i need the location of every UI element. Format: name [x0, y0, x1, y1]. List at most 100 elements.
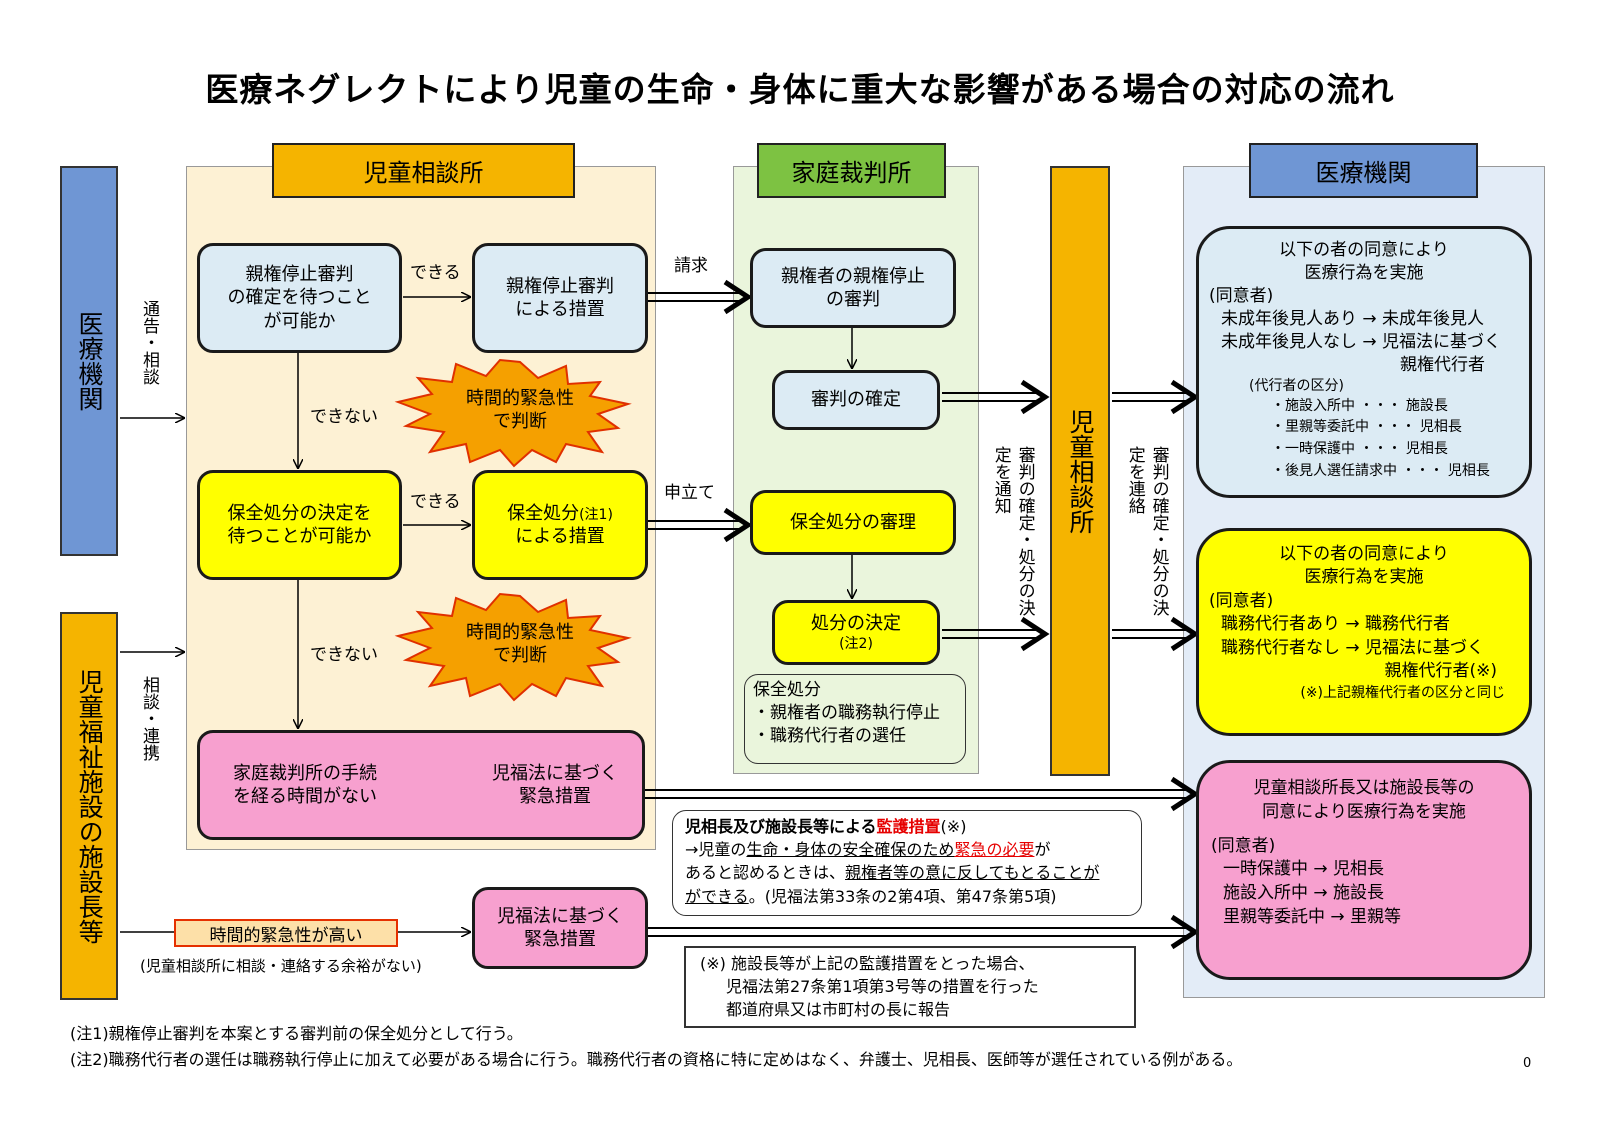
kango-line4: ができる。(児福法第33条の2第4項、第47条第5項): [685, 886, 1057, 906]
left-iryo-label: 医療機関: [75, 311, 104, 411]
box-a2: 保全処分(注1) による措置: [472, 470, 648, 580]
q2-line2: 待つことが可能か: [227, 526, 372, 547]
kinkyu-line2: 緊急措置: [524, 929, 596, 950]
k4-line1: 処分の決定: [811, 612, 901, 634]
dekiru-label-2: できる: [410, 492, 461, 512]
kango-line3: あると認めるときは、親権者等の意に反してもとることが: [685, 863, 1100, 883]
right1-item3: ・一時保護中 ・・・ 児相長: [1271, 440, 1448, 457]
burst-2: 時間的緊急性 で判断: [440, 614, 600, 674]
burst-1: 時間的緊急性 で判断: [440, 380, 600, 440]
urgent-note: (児童相談所に相談・連絡する余裕がない): [140, 957, 422, 975]
dekiru-label-1: できる: [410, 263, 461, 283]
q1-line1: 親権停止審判: [245, 263, 354, 285]
right2-l1: 職務代行者あり → 職務代行者: [1221, 614, 1451, 635]
header-katei: 家庭裁判所: [757, 143, 946, 198]
header-iryo: 医療機関: [1249, 143, 1478, 198]
right-box-1: 以下の者の同意により 医療行為を実施 (同意者) 未成年後見人あり → 未成年後…: [1196, 226, 1532, 498]
k1-line2: の審判: [826, 289, 880, 310]
kome-line3: 都道府県又は市町村の長に報告: [726, 1000, 951, 1020]
moushitate-label: 申立て: [664, 483, 715, 503]
right3-doisha: (同意者): [1211, 835, 1276, 856]
a1-line2: による措置: [515, 299, 605, 320]
pink-left-line1: 家庭裁判所の手続: [233, 762, 377, 784]
right3-item2: 施設入所中 → 施設長: [1223, 883, 1385, 904]
tsukoku-label: 通告・相談: [139, 300, 159, 385]
hozen-note-line1: 保全処分: [753, 680, 821, 700]
a2-line2: による措置: [515, 526, 605, 547]
right2-doisha: (同意者): [1209, 590, 1274, 611]
kome-line1: (※) 施設長等が上記の監護措置をとった場合、: [700, 954, 1035, 973]
kango-line1: 児相長及び施設長等による監護措置(※): [685, 817, 967, 836]
a2-line1: 保全処分(注1): [507, 502, 613, 524]
renraku-label: 審判の確定・処分の決定を連絡: [1124, 446, 1169, 616]
right3-item3: 里親等委託中 → 里親等: [1223, 906, 1402, 927]
right3-item1: 一時保護中 → 児相長: [1223, 859, 1385, 880]
right2-title2: 医療行為を実施: [1304, 567, 1424, 588]
k4-note: (注2): [839, 636, 873, 653]
kome-line2: 児福法第27条第1項第3号等の措置を行った: [726, 977, 1039, 997]
right1-item1: ・施設入所中 ・・・ 施設長: [1271, 397, 1448, 414]
footnote-2: (注2)職務代行者の選任は職務執行停止に加えて必要がある場合に行う。職務代行者の…: [70, 1050, 1243, 1069]
tsuchi-label: 審判の確定・処分の決定を通知: [990, 446, 1035, 616]
kango-line2: →児童の生命・身体の安全確保のため緊急の必要が: [685, 840, 1051, 860]
q1-line2: の確定を待つこと: [227, 287, 372, 309]
right3-title1: 児童相談所長又は施設長等の: [1253, 778, 1475, 798]
box-q1: 親権停止審判 の確定を待つこと が可能か: [197, 243, 402, 353]
burst-shape-2: [394, 592, 632, 702]
dekinai-label-1: できない: [310, 407, 378, 427]
box-k3: 保全処分の審理: [750, 490, 956, 555]
right1-kubun: (代行者の区分): [1249, 377, 1344, 394]
box-k1: 親権者の親権停止 の審判: [750, 248, 956, 328]
box-k2: 審判の確定: [772, 370, 940, 430]
kango-note: 児相長及び施設長等による監護措置(※) →児童の生命・身体の安全確保のため緊急の…: [672, 810, 1142, 916]
burst-1-line1: 時間的緊急性: [466, 387, 574, 409]
right1-title1: 以下の者の同意により: [1279, 240, 1449, 260]
right1-l2: 未成年後見人なし → 児福法に基づく: [1221, 331, 1502, 352]
box-q2: 保全処分の決定を 待つことが可能か: [197, 470, 402, 580]
page-title: 医療ネグレクトにより児童の生命・身体に重大な影響がある場合の対応の流れ: [205, 70, 1395, 109]
urgent-label: 時間的緊急性が高い: [174, 919, 398, 947]
right2-l3: 親権代行者(※): [1384, 661, 1497, 682]
dekinai-label-2: できない: [310, 645, 378, 665]
sodan-renkei-label: 相談・連携: [139, 676, 159, 761]
a1-line1: 親権停止審判: [506, 275, 614, 297]
right1-l1: 未成年後見人あり → 未成年後見人: [1221, 308, 1485, 329]
burst-2-line2: で判断: [493, 645, 547, 666]
box-kinkyu: 児福法に基づく 緊急措置: [472, 887, 648, 969]
center-jido-label: 児童相談所: [1066, 408, 1095, 534]
hozen-note-line3: ・職務代行者の選任: [753, 725, 906, 746]
seikyu-label: 請求: [674, 256, 708, 276]
right-box-3: 児童相談所長又は施設長等の 同意により医療行為を実施 (同意者) 一時保護中 →…: [1196, 760, 1532, 980]
center-jido-bar: 児童相談所: [1050, 166, 1110, 776]
right1-item4: ・後見人選任請求中 ・・・ 児相長: [1271, 462, 1490, 479]
k1-line1: 親権者の親権停止: [781, 265, 925, 287]
right-box-2: 以下の者の同意により 医療行為を実施 (同意者) 職務代行者あり → 職務代行者…: [1196, 528, 1532, 736]
box-a1: 親権停止審判 による措置: [472, 243, 648, 353]
pink-right-line1: 児福法に基づく: [492, 762, 618, 784]
right1-l3: 親権代行者: [1400, 354, 1485, 375]
right2-note: (※)上記親権代行者の区分と同じ: [1300, 684, 1505, 701]
right1-item2: ・里親等委託中 ・・・ 児相長: [1271, 419, 1462, 436]
hozen-note: 保全処分 ・親権者の職務執行停止 ・職務代行者の選任: [744, 674, 966, 764]
right3-title2: 同意により医療行為を実施: [1262, 801, 1466, 822]
pink-right-line2: 緊急措置: [519, 786, 591, 807]
page-number: 0: [1523, 1056, 1532, 1071]
left-iryo-bar: 医療機関: [60, 166, 118, 556]
hozen-note-line2: ・親権者の職務執行停止: [753, 702, 940, 723]
box-pink-left: 家庭裁判所の手続 を経る時間がない 児福法に基づく 緊急措置: [197, 730, 645, 840]
left-shisetsu-bar: 児童福祉施設の施設長等: [60, 612, 118, 1000]
right1-doisha: (同意者): [1209, 285, 1274, 306]
burst-shape-1: [394, 358, 632, 468]
q2-line1: 保全処分の決定を: [227, 502, 372, 524]
footnote-1: (注1)親権停止審判を本案とする審判前の保全処分として行う。: [70, 1024, 523, 1043]
right2-l2: 職務代行者なし → 児福法に基づく: [1221, 637, 1485, 658]
right2-title1: 以下の者の同意により: [1279, 544, 1449, 564]
burst-1-line2: で判断: [493, 411, 547, 432]
q1-line3: が可能か: [263, 310, 336, 332]
left-shisetsu-label: 児童福祉施設の施設長等: [75, 668, 105, 944]
pink-left-line2: を経る時間がない: [233, 786, 377, 807]
header-jido: 児童相談所: [272, 143, 575, 198]
burst-2-line1: 時間的緊急性: [466, 621, 574, 643]
box-k4: 処分の決定 (注2): [772, 600, 940, 665]
